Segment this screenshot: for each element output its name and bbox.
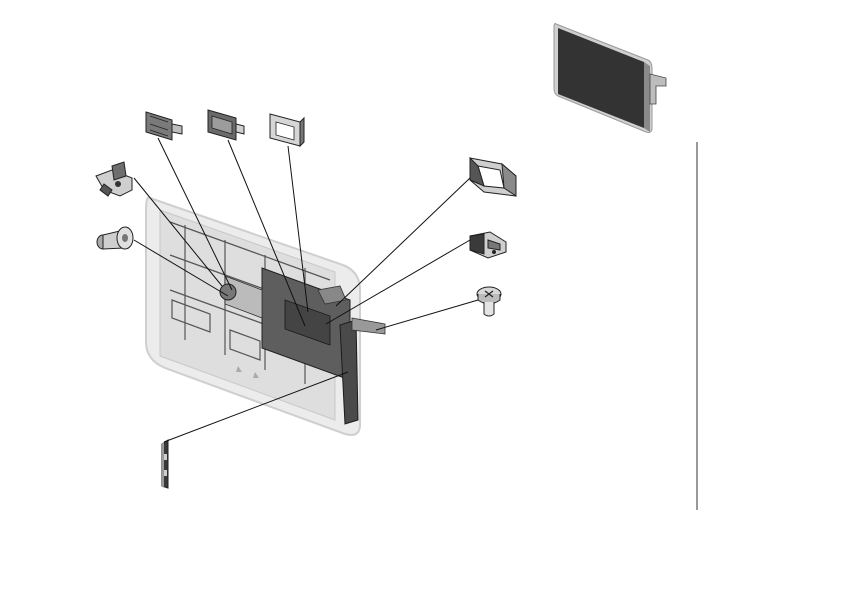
leader-bracket-clip bbox=[133, 177, 223, 287]
main-housing-with-board bbox=[145, 196, 386, 436]
connector-module bbox=[469, 231, 507, 259]
indicator-left bbox=[236, 366, 242, 372]
leader-screw bbox=[375, 299, 479, 331]
bracket-plate-middle bbox=[207, 109, 245, 141]
leader-rubber-foot bbox=[133, 239, 229, 297]
screw bbox=[476, 286, 502, 317]
leader-bracket-frame bbox=[287, 145, 309, 313]
leader-side-strip bbox=[163, 371, 349, 443]
leader-bracket-plate-middle bbox=[227, 139, 306, 327]
housing-boss bbox=[219, 283, 237, 301]
display-screen bbox=[558, 28, 644, 128]
bracket-frame bbox=[269, 113, 305, 148]
board-chip bbox=[284, 299, 331, 346]
housing-inner bbox=[159, 209, 336, 421]
display-mount-tab bbox=[649, 73, 667, 105]
leader-square-bezel bbox=[335, 177, 471, 307]
display-panel bbox=[553, 23, 667, 133]
leader-connector-module bbox=[325, 239, 471, 325]
bracket-clip bbox=[95, 161, 133, 197]
square-bezel bbox=[469, 156, 517, 197]
indicator-right bbox=[253, 372, 259, 378]
leader-lines bbox=[133, 137, 479, 443]
leader-bracket-plate-left bbox=[157, 137, 233, 291]
housing-top-tab bbox=[317, 285, 347, 305]
bracket-plate-left bbox=[145, 111, 183, 141]
housing-side-wall bbox=[339, 319, 359, 425]
rubber-foot bbox=[96, 226, 134, 250]
side-strip bbox=[161, 439, 169, 489]
